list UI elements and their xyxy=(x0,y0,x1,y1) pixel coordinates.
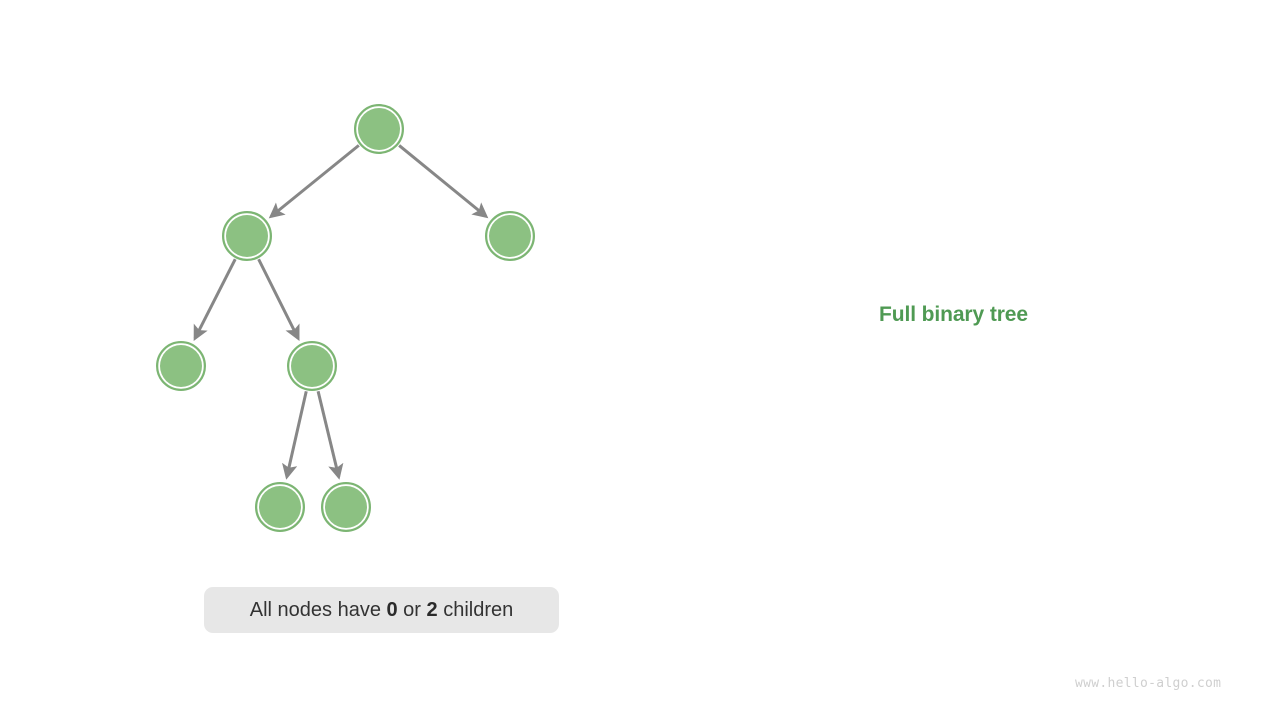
watermark-label: www.hello-algo.com xyxy=(1075,676,1222,691)
node-layer xyxy=(156,104,535,532)
tree-node xyxy=(485,211,535,261)
tree-node xyxy=(156,341,206,391)
tree-edge xyxy=(268,144,360,219)
tree-node-disc xyxy=(160,345,202,387)
tree-node-gap-ring xyxy=(224,213,270,259)
tree-node-gap-ring xyxy=(487,213,533,259)
tree-node xyxy=(222,211,272,261)
tree-edge xyxy=(193,258,237,342)
tree-node xyxy=(321,482,371,532)
tree-node-gap-ring xyxy=(323,484,369,530)
tree-node-disc xyxy=(259,486,301,528)
page-title: Full binary tree xyxy=(879,303,1028,326)
tree-edge xyxy=(257,258,300,341)
tree-node-gap-ring xyxy=(158,343,204,389)
caption-text: All nodes have 0 or 2 children xyxy=(249,599,514,621)
tree-node-gap-ring xyxy=(257,484,303,530)
tree-node-disc xyxy=(489,215,531,257)
caption-badge: All nodes have 0 or 2 children xyxy=(204,587,559,633)
edge-layer xyxy=(193,144,489,480)
tree-node-disc xyxy=(358,108,400,150)
tree-node-disc xyxy=(325,486,367,528)
tree-node xyxy=(255,482,305,532)
tree-node xyxy=(287,341,337,391)
tree-edge xyxy=(282,391,308,480)
tree-node-gap-ring xyxy=(289,343,335,389)
tree-edge xyxy=(316,390,344,480)
tree-node xyxy=(354,104,404,154)
tree-node-disc xyxy=(291,345,333,387)
tree-edge xyxy=(398,144,489,219)
tree-node-disc xyxy=(226,215,268,257)
tree-node-gap-ring xyxy=(356,106,402,152)
